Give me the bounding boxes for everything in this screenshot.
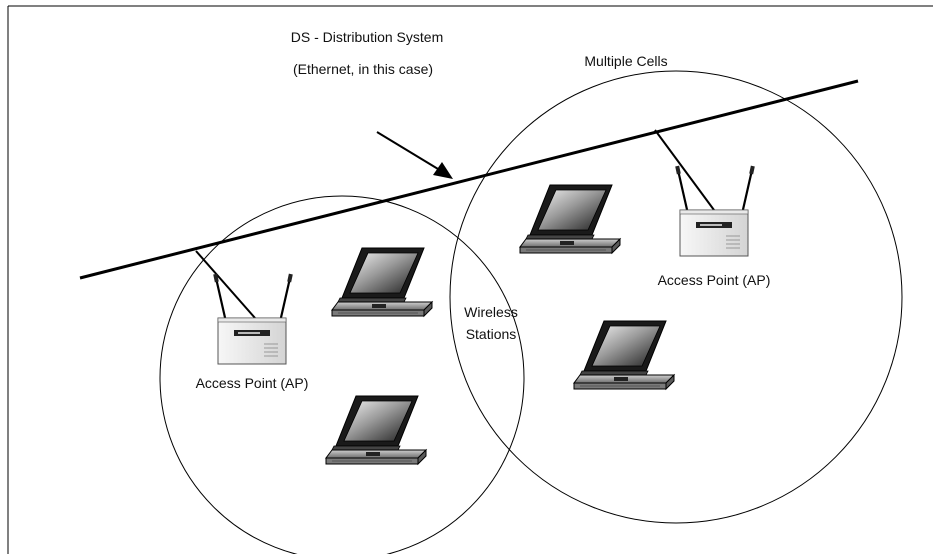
laptop-icon xyxy=(331,247,433,317)
multiple-cells-label: Multiple Cells xyxy=(584,53,667,69)
wireless-stations-label-line1: Wireless xyxy=(464,304,518,320)
ap-right-cable xyxy=(654,129,715,211)
laptop-icon xyxy=(573,320,675,390)
laptop-icon xyxy=(519,184,621,254)
ds-label-line2: (Ethernet, in this case) xyxy=(293,61,433,77)
ap-left-cable xyxy=(195,250,256,319)
laptop-icon xyxy=(325,395,427,465)
cell-right xyxy=(449,70,903,524)
cell-left xyxy=(159,195,525,554)
access-point-left-label: Access Point (AP) xyxy=(196,375,309,391)
access-point-icon xyxy=(212,272,294,366)
distribution-system-line xyxy=(79,79,859,280)
ds-pointer-arrow xyxy=(376,131,453,179)
access-point-right-label: Access Point (AP) xyxy=(658,272,771,288)
access-point-icon xyxy=(674,164,756,258)
wireless-stations-label-line2: Stations xyxy=(466,326,517,342)
ds-label-line1: DS - Distribution System xyxy=(291,29,443,45)
